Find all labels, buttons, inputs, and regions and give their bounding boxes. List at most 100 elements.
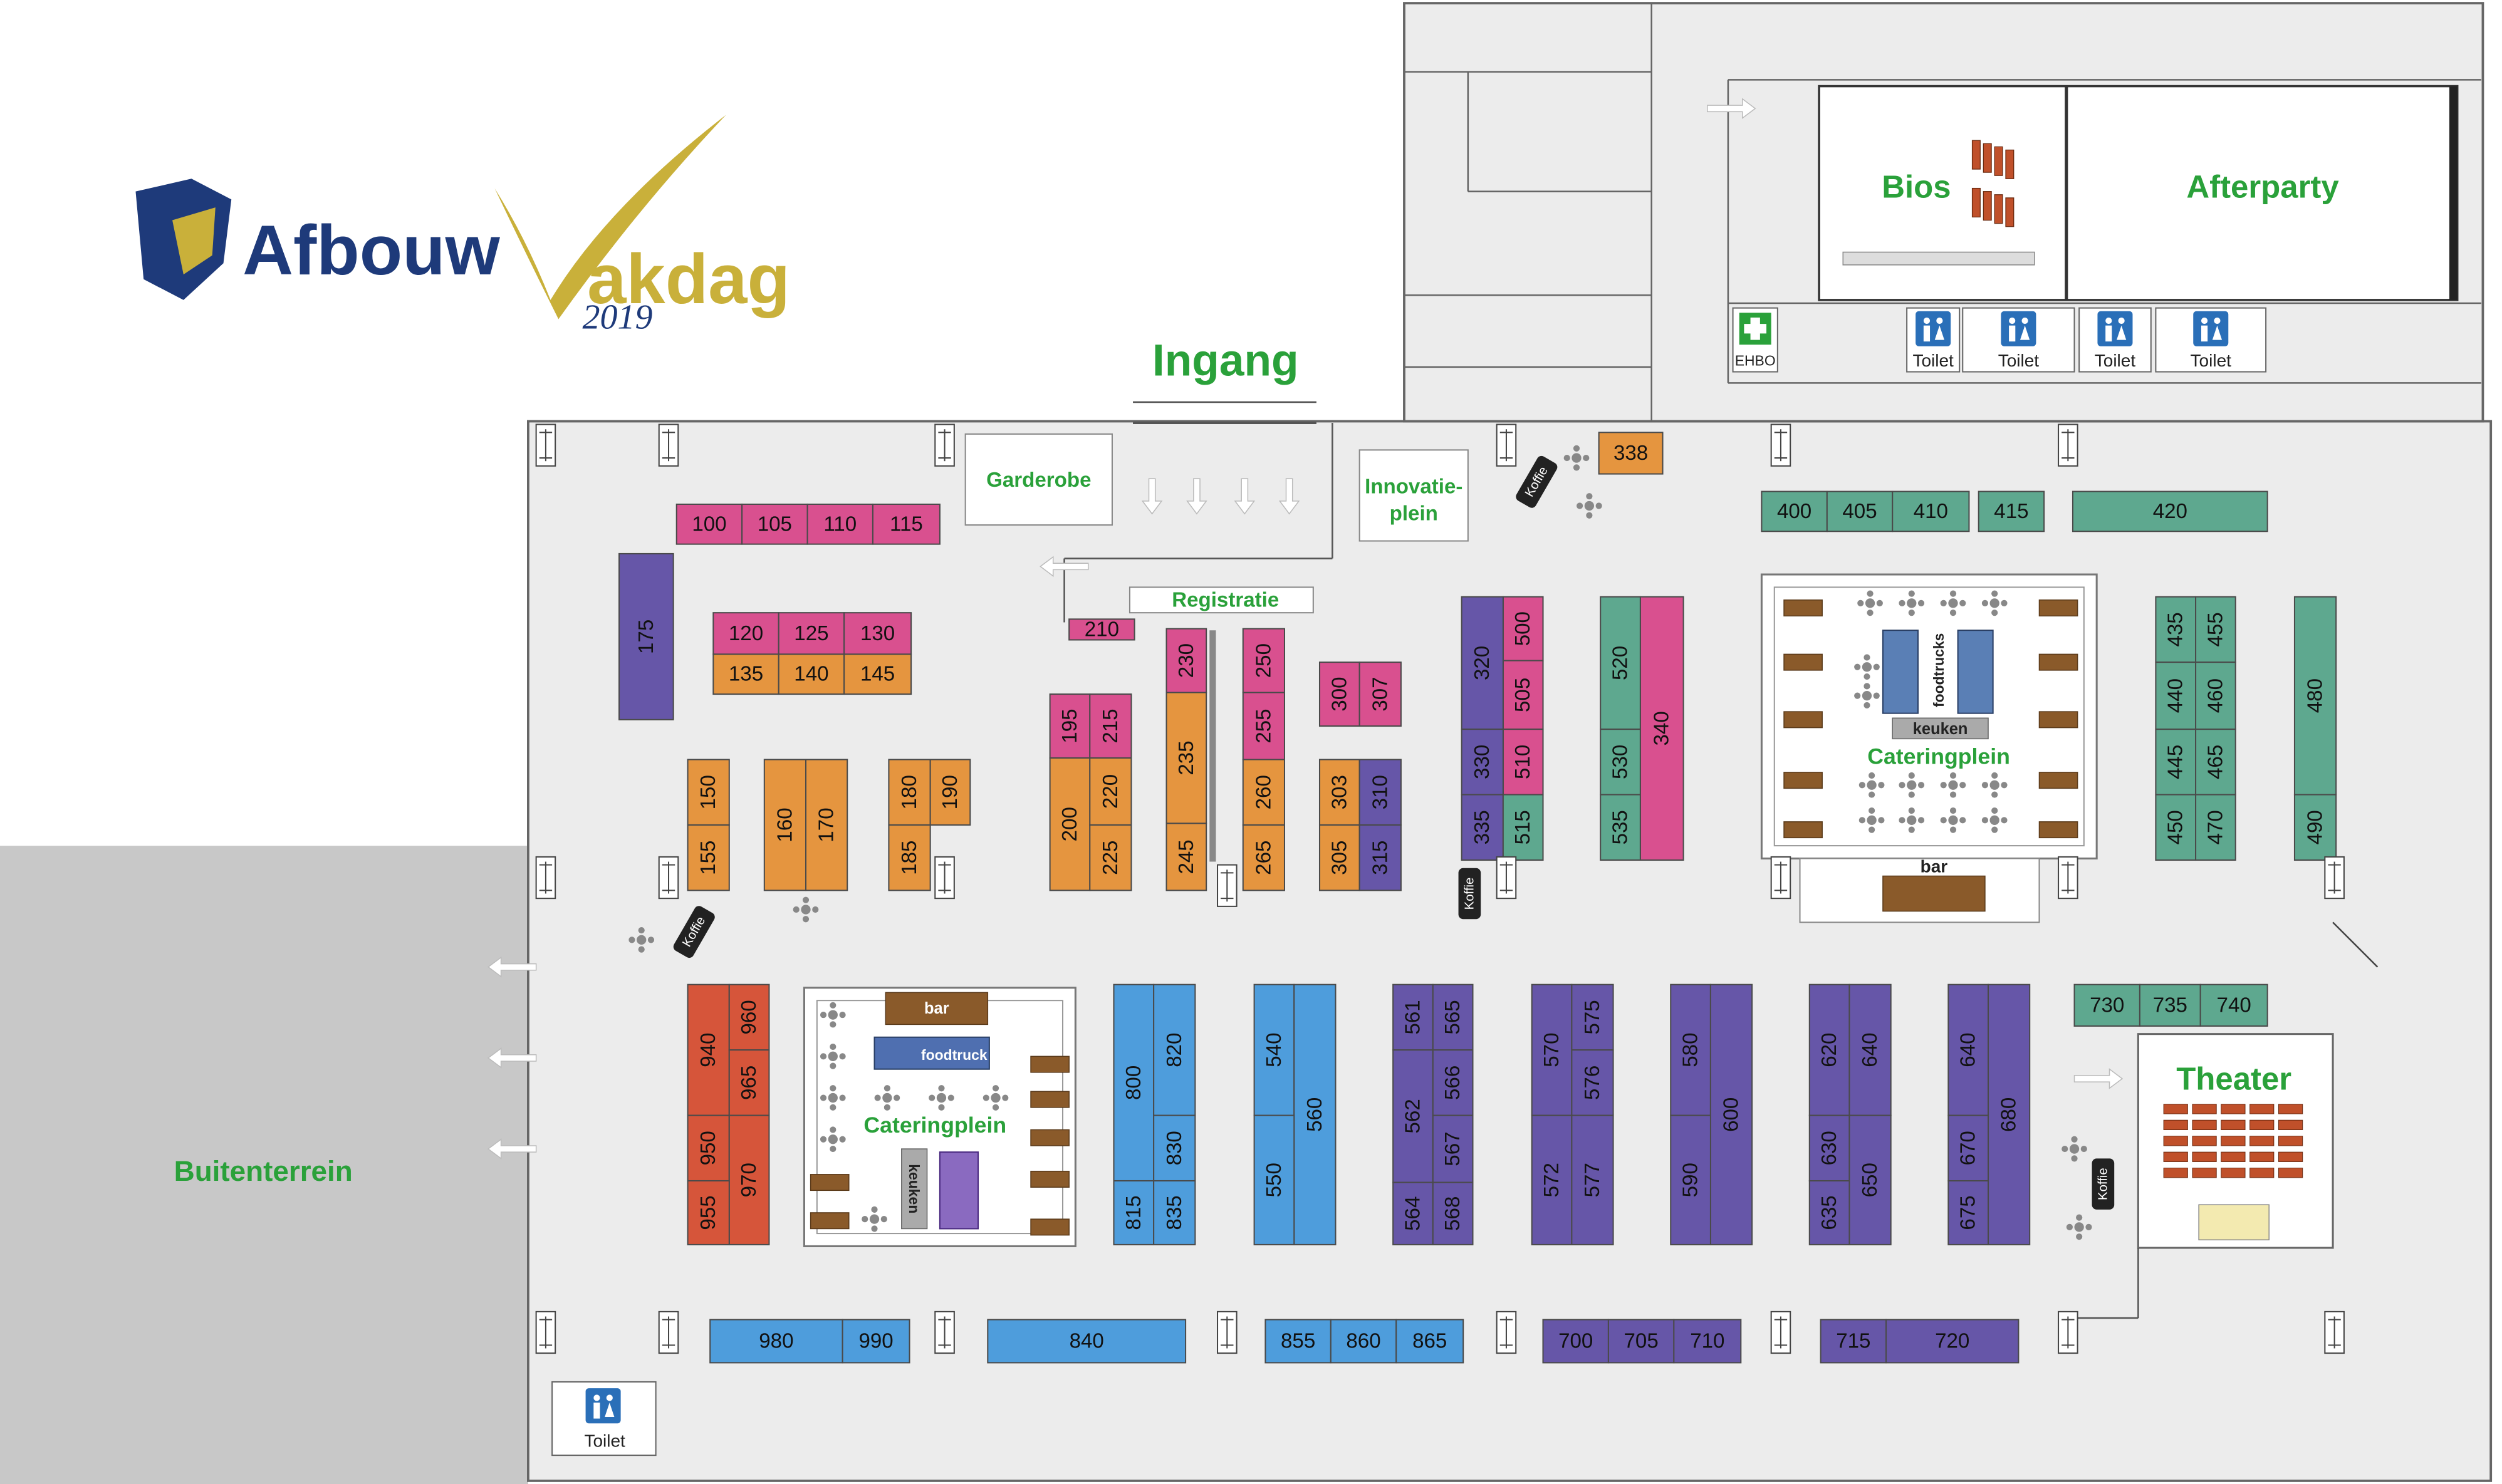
- booth-715[interactable]: 715: [1820, 1319, 1887, 1364]
- booth-110[interactable]: 110: [806, 503, 873, 545]
- booth-620[interactable]: 620: [1808, 983, 1850, 1116]
- booth-700[interactable]: 700: [1542, 1319, 1609, 1364]
- booth-640[interactable]: 640: [1848, 983, 1892, 1116]
- booth-580[interactable]: 580: [1670, 983, 1711, 1116]
- booth-100[interactable]: 100: [675, 503, 743, 545]
- booth-705[interactable]: 705: [1607, 1319, 1675, 1364]
- booth-455[interactable]: 455: [2195, 596, 2236, 663]
- booth-150[interactable]: 150: [687, 759, 730, 826]
- booth-740[interactable]: 740: [2199, 983, 2268, 1027]
- booth-970[interactable]: 970: [728, 1114, 770, 1245]
- booth-155[interactable]: 155: [687, 824, 730, 891]
- booth-575[interactable]: 575: [1571, 983, 1614, 1051]
- booth-405[interactable]: 405: [1826, 490, 1894, 532]
- booth-245[interactable]: 245: [1165, 822, 1207, 891]
- booth-440[interactable]: 440: [2155, 662, 2197, 730]
- booth-500[interactable]: 500: [1502, 596, 1544, 662]
- booth-210[interactable]: 210: [1068, 618, 1135, 641]
- booth-564[interactable]: 564: [1392, 1181, 1434, 1245]
- booth-140[interactable]: 140: [778, 653, 845, 695]
- booth-300[interactable]: 300: [1318, 662, 1360, 727]
- booth-576[interactable]: 576: [1571, 1049, 1614, 1116]
- booth-680[interactable]: 680: [1987, 983, 2031, 1245]
- booth-195[interactable]: 195: [1049, 693, 1091, 759]
- booth-303[interactable]: 303: [1318, 759, 1360, 826]
- booth-465[interactable]: 465: [2195, 729, 2236, 796]
- booth-960[interactable]: 960: [728, 983, 770, 1051]
- booth-560[interactable]: 560: [1293, 983, 1337, 1245]
- booth-572[interactable]: 572: [1531, 1114, 1573, 1245]
- booth-650[interactable]: 650: [1848, 1114, 1892, 1245]
- booth-160[interactable]: 160: [763, 759, 807, 891]
- booth-515[interactable]: 515: [1502, 794, 1544, 861]
- booth-145[interactable]: 145: [843, 653, 912, 695]
- booth-185[interactable]: 185: [888, 824, 931, 891]
- booth-335[interactable]: 335: [1461, 794, 1504, 861]
- booth-340[interactable]: 340: [1639, 596, 1684, 861]
- booth-400[interactable]: 400: [1761, 490, 1828, 532]
- booth-190[interactable]: 190: [929, 759, 971, 826]
- booth-215[interactable]: 215: [1089, 693, 1132, 759]
- booth-530[interactable]: 530: [1600, 729, 1641, 796]
- booth-320[interactable]: 320: [1461, 596, 1504, 730]
- booth-835[interactable]: 835: [1153, 1180, 1196, 1245]
- booth-435[interactable]: 435: [2155, 596, 2197, 663]
- booth-955[interactable]: 955: [687, 1180, 730, 1245]
- booth-635[interactable]: 635: [1808, 1180, 1850, 1245]
- booth-180[interactable]: 180: [888, 759, 931, 826]
- booth-855[interactable]: 855: [1264, 1319, 1332, 1364]
- booth-735[interactable]: 735: [2139, 983, 2201, 1027]
- booth-990[interactable]: 990: [842, 1319, 910, 1364]
- booth-965[interactable]: 965: [728, 1049, 770, 1116]
- booth-175[interactable]: 175: [618, 553, 674, 720]
- booth-450[interactable]: 450: [2155, 794, 2197, 861]
- booth-950[interactable]: 950: [687, 1114, 730, 1182]
- booth-255[interactable]: 255: [1242, 692, 1285, 760]
- booth-105[interactable]: 105: [741, 503, 808, 545]
- booth-200[interactable]: 200: [1049, 757, 1091, 891]
- booth-120[interactable]: 120: [712, 612, 779, 655]
- booth-415[interactable]: 415: [1978, 490, 2045, 532]
- booth-815[interactable]: 815: [1113, 1180, 1155, 1245]
- booth-535[interactable]: 535: [1600, 794, 1641, 861]
- booth-460[interactable]: 460: [2195, 662, 2236, 730]
- booth-225[interactable]: 225: [1089, 824, 1132, 891]
- booth-220[interactable]: 220: [1089, 757, 1132, 826]
- booth-675[interactable]: 675: [1947, 1180, 1989, 1245]
- booth-410[interactable]: 410: [1892, 490, 1970, 532]
- booth-420[interactable]: 420: [2072, 490, 2268, 532]
- booth-230[interactable]: 230: [1165, 628, 1207, 693]
- booth-561[interactable]: 561: [1392, 983, 1434, 1051]
- booth-470[interactable]: 470: [2195, 794, 2236, 861]
- booth-307[interactable]: 307: [1358, 662, 1402, 727]
- booth-720[interactable]: 720: [1885, 1319, 2020, 1364]
- booth-445[interactable]: 445: [2155, 729, 2197, 796]
- booth-130[interactable]: 130: [843, 612, 912, 655]
- booth-330[interactable]: 330: [1461, 729, 1504, 796]
- booth-550[interactable]: 550: [1253, 1114, 1295, 1245]
- booth-490[interactable]: 490: [2293, 794, 2337, 861]
- booth-577[interactable]: 577: [1571, 1114, 1614, 1245]
- booth-840[interactable]: 840: [987, 1319, 1187, 1364]
- booth-135[interactable]: 135: [712, 653, 779, 695]
- booth-860[interactable]: 860: [1330, 1319, 1397, 1364]
- booth-730[interactable]: 730: [2073, 983, 2140, 1027]
- booth-250[interactable]: 250: [1242, 628, 1285, 693]
- booth-480[interactable]: 480: [2293, 596, 2337, 796]
- booth-980[interactable]: 980: [709, 1319, 843, 1364]
- booth-315[interactable]: 315: [1358, 824, 1402, 891]
- booth-540[interactable]: 540: [1253, 983, 1295, 1116]
- booth-520[interactable]: 520: [1600, 596, 1641, 730]
- booth-125[interactable]: 125: [778, 612, 845, 655]
- booth-865[interactable]: 865: [1395, 1319, 1464, 1364]
- booth-170[interactable]: 170: [805, 759, 848, 891]
- booth-310[interactable]: 310: [1358, 759, 1402, 826]
- booth-600[interactable]: 600: [1709, 983, 1753, 1245]
- booth-338[interactable]: 338: [1598, 432, 1664, 475]
- booth-940[interactable]: 940: [687, 983, 730, 1116]
- booth-670[interactable]: 670: [1947, 1114, 1989, 1182]
- booth-510[interactable]: 510: [1502, 729, 1544, 796]
- booth-265[interactable]: 265: [1242, 824, 1285, 891]
- booth-260[interactable]: 260: [1242, 759, 1285, 826]
- booth-568[interactable]: 568: [1432, 1181, 1474, 1245]
